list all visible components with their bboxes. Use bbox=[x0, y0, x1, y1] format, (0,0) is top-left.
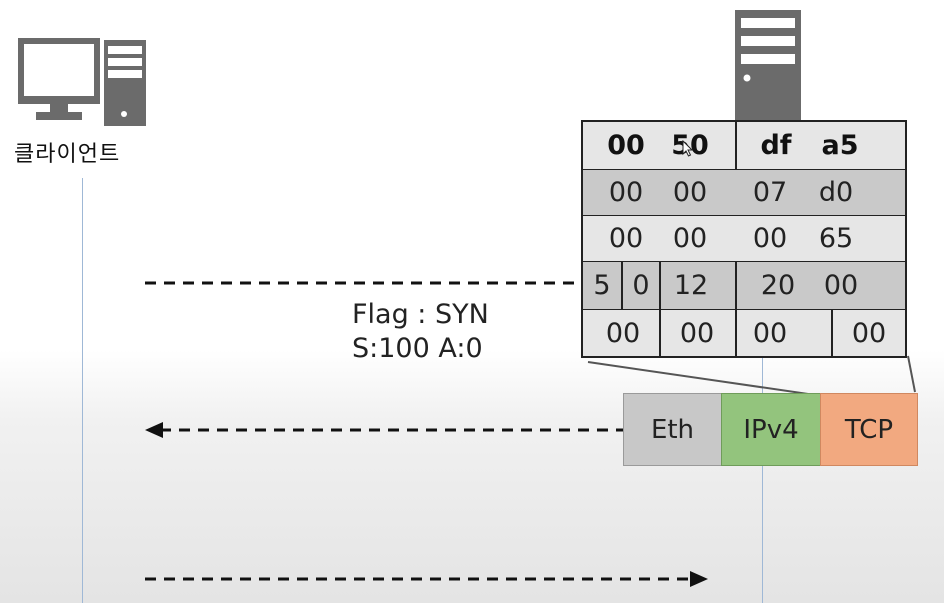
table-cell: 00 bbox=[672, 177, 708, 208]
tcp-header-table: 00 50 df a5 00 00 07 d0 00 00 00 65 5 0 … bbox=[581, 120, 907, 358]
table-cell: 50 bbox=[671, 130, 709, 161]
callout-line-left bbox=[587, 361, 816, 396]
packet-segment-eth: Eth bbox=[623, 393, 722, 466]
table-row: 5 0 12 20 00 bbox=[583, 262, 905, 310]
table-cell: df bbox=[760, 130, 792, 161]
table-row: 00 00 00 65 bbox=[583, 216, 905, 262]
table-cell: 00 bbox=[752, 317, 788, 349]
packet-segment-ipv4: IPv4 bbox=[721, 393, 821, 466]
ack-arrowhead bbox=[690, 571, 708, 587]
table-row: 00 50 df a5 bbox=[583, 122, 905, 170]
table-cell: 00 bbox=[672, 223, 708, 254]
table-cell: 00 bbox=[679, 317, 715, 349]
mouse-cursor-icon bbox=[682, 140, 694, 157]
table-row: 00 00 00 00 bbox=[583, 310, 905, 356]
table-cell: 12 bbox=[673, 270, 709, 301]
flag-annotation: Flag : SYN S:100 A:0 bbox=[352, 298, 489, 366]
table-cell: 00 bbox=[608, 223, 644, 254]
table-cell: 07 bbox=[752, 177, 788, 208]
client-lifeline bbox=[82, 178, 83, 603]
table-cell: 00 bbox=[851, 317, 887, 349]
table-cell: 0 bbox=[632, 270, 650, 301]
server-tower-icon bbox=[735, 10, 801, 122]
packet-segment-tcp: TCP bbox=[820, 393, 918, 466]
table-row: 00 00 07 d0 bbox=[583, 170, 905, 216]
syn-ack-arrowhead bbox=[145, 422, 163, 438]
table-cell: 00 bbox=[607, 130, 645, 161]
table-cell: 65 bbox=[818, 223, 854, 254]
table-cell: 00 bbox=[823, 270, 859, 301]
seq-ack-label: S:100 A:0 bbox=[352, 333, 483, 364]
table-cell: 00 bbox=[752, 223, 788, 254]
table-cell: 5 bbox=[593, 270, 611, 301]
table-cell: 00 bbox=[605, 317, 641, 349]
callout-line-right bbox=[907, 355, 916, 393]
table-cell: 20 bbox=[760, 270, 796, 301]
flag-label: Flag : SYN bbox=[352, 299, 489, 330]
table-cell: a5 bbox=[821, 130, 859, 161]
table-cell: d0 bbox=[818, 177, 854, 208]
table-cell: 00 bbox=[608, 177, 644, 208]
desktop-computer-icon bbox=[18, 38, 146, 126]
server-lifeline bbox=[762, 356, 763, 603]
client-label: 클라이언트 bbox=[14, 142, 121, 167]
